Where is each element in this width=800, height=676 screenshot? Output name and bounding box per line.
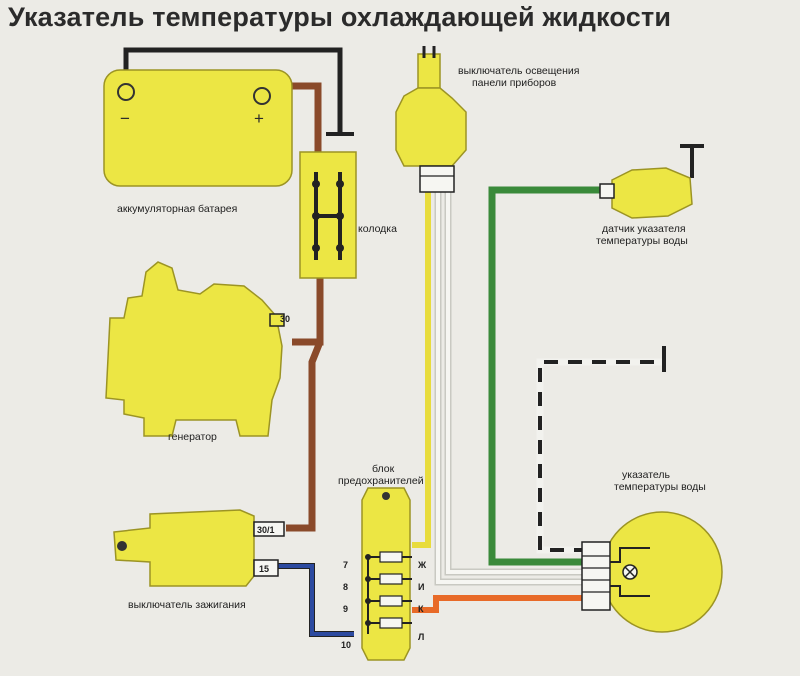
battery-plus-terminal — [253, 87, 271, 105]
fuse-pin-9: 9 — [343, 604, 348, 614]
fuse-pin-zh: Ж — [417, 560, 427, 570]
fuse-pin-l: Л — [418, 632, 424, 642]
wire-blue — [276, 563, 354, 637]
temp-gauge-label-line1: указатель — [622, 469, 671, 481]
wire-battery-ground — [123, 47, 343, 132]
wire-white-1 — [434, 190, 588, 586]
temp-sensor — [599, 144, 704, 219]
generator-terminal-label: 30 — [280, 314, 290, 324]
wire-green — [488, 186, 610, 566]
wire-white-2-core — [446, 190, 588, 574]
lighting-switch-label-line1: выключатель освещения — [458, 65, 579, 77]
generator-label: генератор — [168, 431, 217, 443]
temp-gauge-label-line2: температуры воды — [614, 481, 706, 493]
wire-brown-main — [286, 276, 324, 532]
lighting-switch-label-line2: панели приборов — [472, 77, 557, 89]
battery-minus-terminal — [117, 83, 135, 101]
wire-white-2 — [444, 190, 588, 576]
ignition-switch-label: выключатель зажигания — [128, 599, 246, 611]
temp-sensor-label-line1: датчик указателя — [602, 223, 686, 235]
wire-gauge-ground-stripe — [538, 360, 662, 552]
wire-yellow — [412, 190, 431, 548]
fuse-pin-k: К — [418, 604, 424, 614]
temp-sensor-label-line2: температуры воды — [596, 235, 688, 247]
ignition-key-hole — [117, 541, 127, 551]
fuse-block-label-line2: предохранителей — [338, 475, 424, 487]
wire-blue-core — [276, 564, 354, 636]
fuse-pin-i: И — [418, 582, 424, 592]
lighting-switch — [395, 46, 467, 193]
page-title: Указатель температуры охлаждающей жидкос… — [8, 2, 672, 32]
connector-block-label: колодка — [358, 223, 397, 235]
battery-label: аккумуляторная батарея — [117, 203, 237, 215]
fuse-pin-10: 10 — [341, 640, 351, 650]
generator — [105, 261, 285, 437]
fuse-pin-7: 7 — [343, 560, 348, 570]
wire-white-1-core — [436, 190, 588, 584]
battery-minus-sign: − — [120, 109, 130, 128]
ignition-switch — [113, 509, 285, 587]
fuse-block-label-line1: блок — [372, 463, 395, 475]
battery-plus-sign: + — [254, 109, 264, 128]
connector-block — [299, 151, 357, 279]
fuse-pin-8: 8 — [343, 582, 348, 592]
ignition-terminal-30-label: 30/1 — [257, 525, 275, 535]
fuse-block — [361, 487, 412, 661]
ignition-terminal-15-label: 15 — [259, 564, 269, 574]
wire-orange — [412, 595, 588, 613]
battery: − + — [103, 69, 293, 187]
temp-gauge — [581, 511, 723, 633]
